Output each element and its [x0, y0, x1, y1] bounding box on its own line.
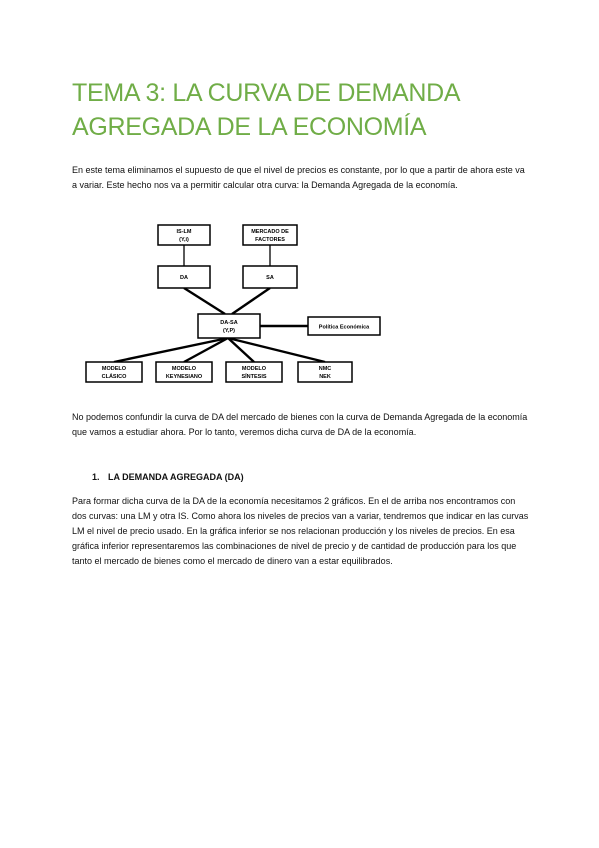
box-mercado-factores: MERCADO DE FACTORES	[242, 224, 298, 246]
box-da: DA	[157, 265, 211, 289]
section-paragraph: Para formar dicha curva de la DA de la e…	[72, 496, 529, 566]
section-heading-text: LA DEMANDA AGREGADA (DA)	[108, 472, 244, 482]
box-nmc-nek-line1: NMC	[319, 366, 332, 372]
box-modelo-keynesiano-line2: KEYNESIANO	[166, 374, 203, 380]
box-modelo-sintesis-line2: SÍNTESIS	[241, 372, 266, 380]
title-line-2: AGREGADA DE LA ECONOMÍA	[72, 113, 427, 141]
box-politica-economica: Política Económica	[307, 316, 381, 336]
box-modelo-clasico: MODELO CLÁSICO	[85, 361, 143, 383]
connector-dasa-nmc	[227, 336, 326, 364]
box-sa-label: SA	[266, 275, 274, 281]
connector-da-dasa	[183, 286, 226, 316]
connector-dasa-keynesiano	[183, 336, 229, 364]
box-nmc-nek: NMC NEK	[297, 361, 353, 383]
connector-dasa-clasico	[113, 336, 229, 364]
confusion-paragraph: No podemos confundir la curva de DA del …	[72, 412, 528, 437]
title-line-1: TEMA 3: LA CURVA DE DEMANDA	[72, 79, 461, 107]
economic-models-diagram: IS-LM (Y,i) MERCADO DE FACTORES DA SA DA…	[85, 224, 381, 383]
section-heading: 1. LA DEMANDA AGREGADA (DA)	[92, 470, 244, 484]
box-da-sa-line1: DA-SA	[220, 320, 237, 326]
section-number: 1.	[92, 472, 100, 482]
box-modelo-clasico-line2: CLÁSICO	[102, 373, 127, 380]
box-mercado-factores-line2: FACTORES	[255, 237, 285, 243]
box-modelo-sintesis-line1: MODELO	[242, 366, 267, 372]
box-modelo-keynesiano-line1: MODELO	[172, 366, 197, 372]
connector-dasa-sintesis	[227, 337, 255, 363]
box-modelo-sintesis: MODELO SÍNTESIS	[225, 361, 283, 383]
box-sa: SA	[242, 265, 298, 289]
box-is-lm-line1: IS-LM	[177, 229, 192, 235]
box-da-sa-line2: (Y,P)	[223, 328, 235, 334]
box-da-label: DA	[180, 275, 188, 281]
box-mercado-factores-line1: MERCADO DE	[251, 229, 289, 235]
intro-paragraph: En este tema eliminamos el supuesto de q…	[72, 165, 525, 190]
box-politica-economica-label: Política Económica	[319, 325, 370, 331]
page-title: TEMA 3: LA CURVA DE DEMANDA AGREGADA DE …	[72, 76, 542, 144]
box-is-lm: IS-LM (Y,i)	[157, 224, 211, 246]
box-nmc-nek-line2: NEK	[319, 374, 331, 380]
box-da-sa: DA-SA (Y,P)	[197, 313, 261, 339]
connector-sa-dasa	[231, 287, 271, 315]
box-modelo-clasico-line1: MODELO	[102, 366, 127, 372]
box-is-lm-line2: (Y,i)	[179, 237, 189, 243]
box-modelo-keynesiano: MODELO KEYNESIANO	[155, 361, 213, 383]
